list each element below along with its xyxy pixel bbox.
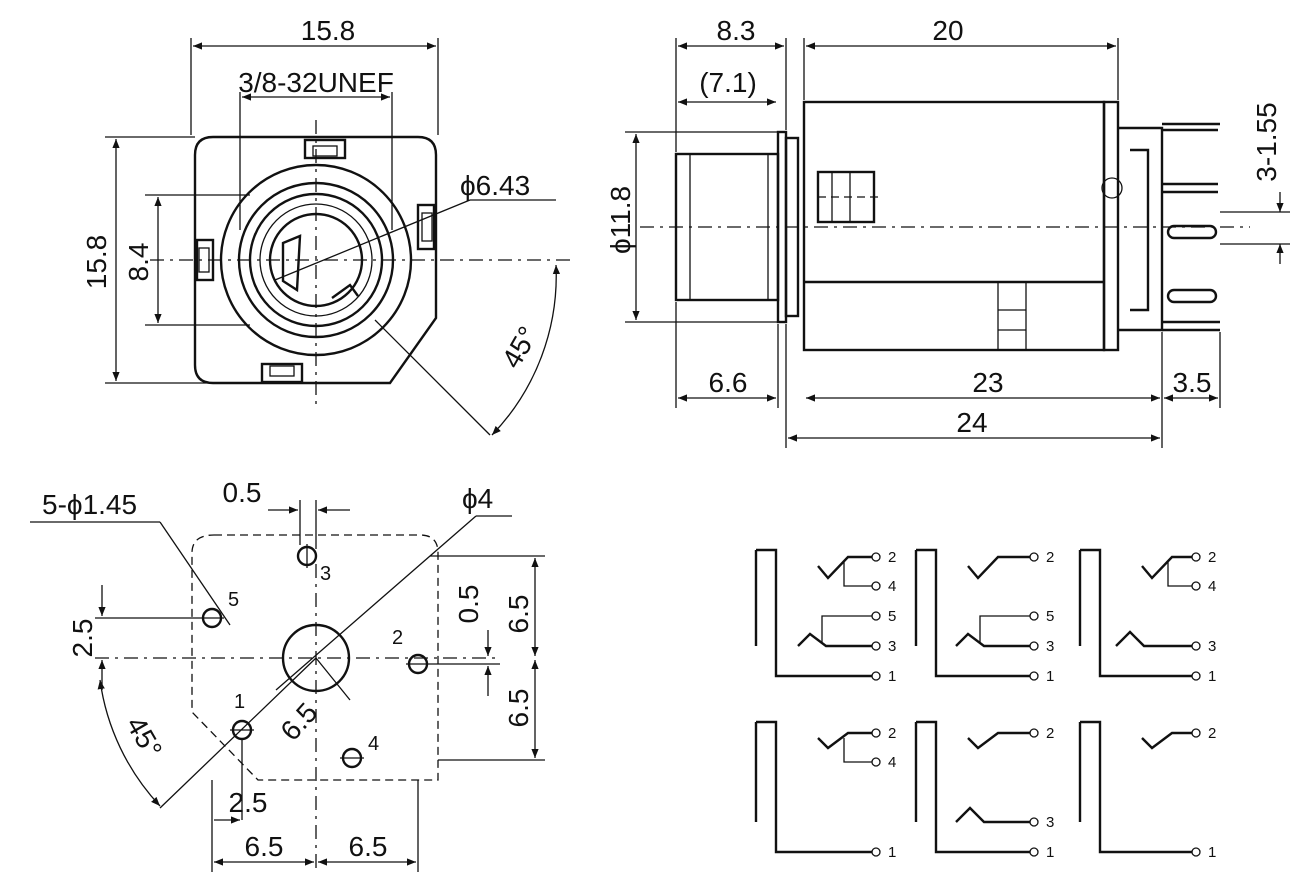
bottom-angle-label: 45° — [120, 711, 168, 763]
s1-pin-4: 4 — [888, 578, 896, 595]
offset-top-label: 0.5 — [223, 477, 262, 508]
s2-pin-5: 5 — [1046, 608, 1054, 625]
pin1-label: 1 — [234, 691, 245, 713]
tail-label: 3.5 — [1173, 367, 1212, 398]
s5-pin-2: 2 — [1046, 725, 1054, 742]
front-width-label: 15.8 — [301, 15, 356, 46]
bottom-view: 5-ϕ1.45 0.5 ϕ4 3 5 2 1 4 2.5 0.5 6.5 6.5… — [30, 477, 545, 872]
s6-pin-2: 2 — [1208, 725, 1216, 742]
right-bottom-label: 6.5 — [503, 689, 534, 728]
thread-label: 3/8-32UNEF — [238, 67, 394, 98]
s3-pin-1: 1 — [1208, 668, 1216, 685]
body-length-label: 20 — [932, 15, 963, 46]
bottom-right-label: 6.5 — [349, 831, 388, 862]
s1-pin-5: 5 — [888, 608, 896, 625]
pin2-label: 2 — [392, 627, 403, 649]
s2-pin-1: 1 — [1046, 668, 1054, 685]
bottom-clip — [260, 362, 304, 384]
s2-pin-3: 3 — [1046, 638, 1054, 655]
s5-pin-1: 1 — [1046, 844, 1054, 861]
schematic-1: 2 4 5 3 1 — [754, 548, 896, 685]
bushing-label: 6.6 — [709, 367, 748, 398]
pins-label: 3-1.55 — [1251, 102, 1282, 181]
front-view: 15.8 3/8-32UNEF ϕ6.43 15.8 8.4 45° — [81, 15, 575, 436]
front-angle-label: 45° — [496, 321, 544, 373]
left-dim-label: 2.5 — [67, 619, 98, 658]
main-body — [802, 100, 1106, 352]
holes-label: 5-ϕ1.45 — [42, 489, 137, 520]
s1-pin-2: 2 — [888, 549, 896, 566]
front-height-label: 15.8 — [81, 235, 112, 290]
center-hole — [281, 623, 351, 693]
s4-pin-2: 2 — [888, 725, 896, 742]
side-view: 8.3 20 (7.1) 3-1.55 ϕ11.8 6.6 23 3.5 24 — [605, 15, 1290, 448]
s3-pin-2: 2 — [1208, 549, 1216, 566]
center-hole-label: ϕ4 — [462, 483, 493, 514]
bottom-left-label: 6.5 — [245, 831, 284, 862]
s1-pin-1: 1 — [888, 668, 896, 685]
front-inner-label: 8.4 — [123, 243, 154, 282]
jack-diameter-label: ϕ6.43 — [460, 170, 530, 201]
pin5-label: 5 — [228, 589, 239, 611]
schematic-4: 2 4 1 — [754, 720, 896, 861]
s4-pin-4: 4 — [888, 754, 896, 771]
schematic-6: 2 1 — [1078, 720, 1216, 861]
front-body-outline — [193, 135, 438, 385]
flange-label: 8.3 — [717, 15, 756, 46]
s5-pin-3: 3 — [1046, 814, 1054, 831]
body23-label: 23 — [972, 367, 1003, 398]
schematic-3: 2 4 3 1 — [1078, 548, 1216, 685]
s4-pin-1: 1 — [888, 844, 896, 861]
barrel-diameter-label: ϕ11.8 — [605, 186, 636, 254]
bottom-small-label: 2.5 — [229, 787, 268, 818]
s2-pin-2: 2 — [1046, 549, 1054, 566]
schematics: 2 4 5 3 1 2 5 3 1 — [754, 548, 1216, 861]
schematic-2: 2 5 3 1 — [914, 548, 1054, 685]
pcb-outline — [191, 534, 439, 781]
overall-length-label: 24 — [956, 407, 987, 438]
s1-pin-3: 3 — [888, 638, 896, 655]
pin3-label: 3 — [320, 563, 331, 585]
flange — [776, 130, 788, 324]
s3-pin-4: 4 — [1208, 578, 1216, 595]
flange-ref-label: (7.1) — [699, 67, 757, 98]
pin4-label: 4 — [368, 733, 379, 755]
s3-pin-3: 3 — [1208, 638, 1216, 655]
right-top-label: 6.5 — [503, 595, 534, 634]
s6-pin-1: 1 — [1208, 844, 1216, 861]
right-small-label: 0.5 — [453, 585, 484, 624]
top-clip — [303, 138, 347, 160]
schematic-5: 2 3 1 — [914, 720, 1054, 861]
right-clip — [416, 203, 436, 251]
